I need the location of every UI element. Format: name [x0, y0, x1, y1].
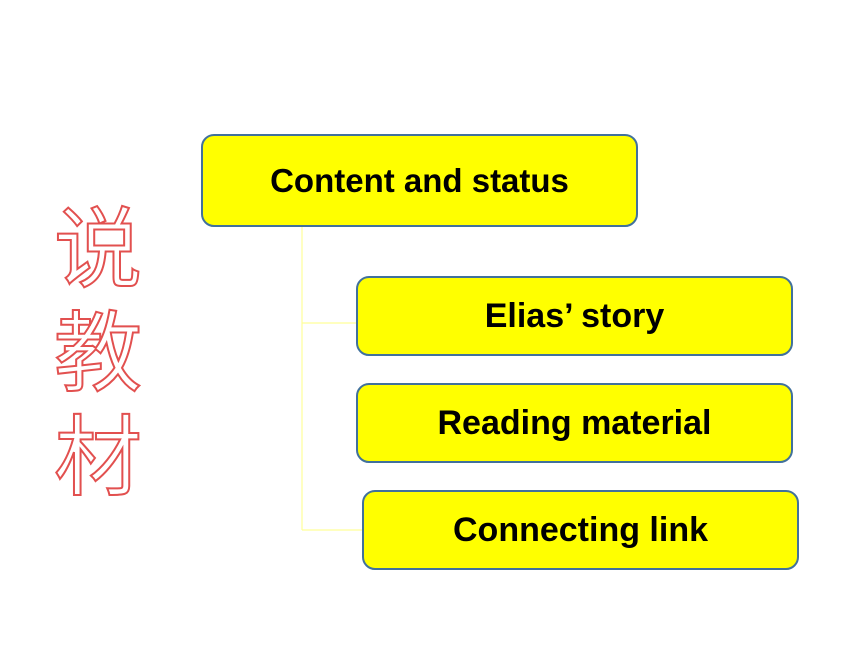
root-node: Content and status: [201, 134, 638, 227]
child-node-reading-material: Reading material: [356, 383, 793, 463]
side-title-char-1: 说: [53, 197, 143, 302]
child-node-label: Reading material: [437, 403, 712, 442]
side-title-char-3: 材: [53, 405, 143, 510]
side-title: 说 教 材: [48, 197, 148, 510]
child-node-connecting-link: Connecting link: [362, 490, 799, 570]
child-node-label: Connecting link: [453, 510, 708, 549]
child-node-elias-story: Elias’ story: [356, 276, 793, 356]
child-node-label: Elias’ story: [484, 296, 665, 335]
side-title-char-2: 教: [53, 301, 143, 406]
root-node-label: Content and status: [270, 161, 569, 199]
